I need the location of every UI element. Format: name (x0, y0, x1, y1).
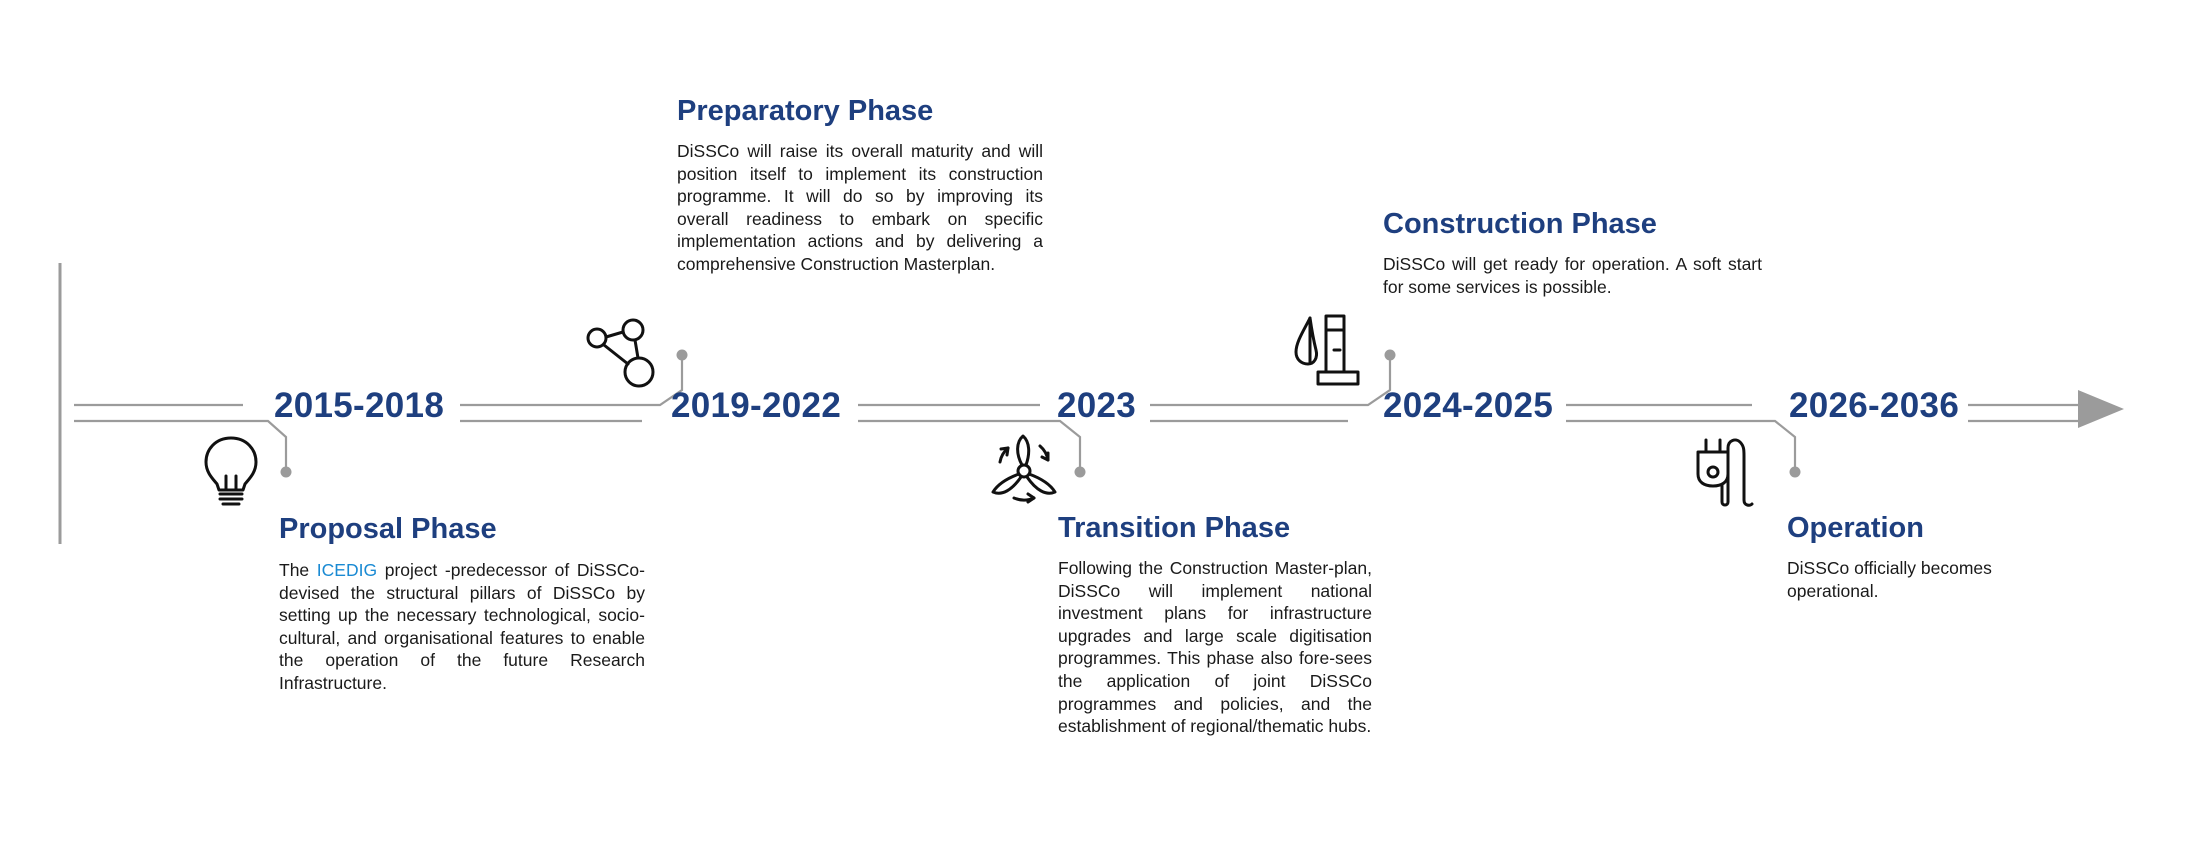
phase-title-operation: Operation (1787, 512, 1924, 544)
connector-preparatory (642, 355, 684, 407)
connector-dot-operation (1789, 466, 1801, 478)
connector-dot-transition (1074, 466, 1086, 478)
connector-proposal (243, 419, 288, 472)
timeline-axis (58, 263, 2090, 544)
phase-desc-transition: Following the Construction Master-plan, … (1058, 558, 1372, 737)
icedig-link[interactable]: ICEDIG (316, 560, 378, 580)
connector-dot-proposal (280, 466, 292, 478)
year-label-2: 2019-2022 (671, 386, 842, 425)
lightbulb-icon (200, 434, 262, 508)
power-plug-icon (1694, 436, 1764, 508)
phase-title-transition: Transition Phase (1058, 512, 1291, 544)
phase-title-construction: Construction Phase (1383, 208, 1657, 240)
connector-construction (1348, 355, 1392, 407)
phase-desc-preparatory: DiSSCo will raise its overall maturity a… (677, 141, 1043, 274)
year-label-5: 2026-2036 (1789, 386, 1960, 425)
phase-title-proposal: Proposal Phase (279, 513, 497, 545)
phase-desc-construction: DiSSCo will get ready for operation. A s… (1383, 254, 1762, 297)
year-label-4: 2024-2025 (1383, 386, 1554, 425)
connector-operation (1752, 419, 1797, 472)
fan-icon (988, 432, 1060, 504)
desc-prefix: The (279, 560, 317, 580)
desc-suffix: project -predecessor of DiSSCo- devised … (279, 560, 645, 693)
year-label-3: 2023 (1057, 386, 1137, 425)
connector-dot-construction (1384, 349, 1396, 361)
phase-title-preparatory: Preparatory Phase (677, 95, 934, 127)
construction-icon (1290, 312, 1364, 386)
network-nodes-icon (584, 316, 658, 390)
connector-transition (1040, 419, 1082, 472)
timeline-arrowhead (2078, 390, 2124, 428)
phase-desc-operation: DiSSCo officially becomes operational. (1787, 558, 1992, 601)
phase-desc-proposal: The ICEDIG project -predecessor of DiSSC… (279, 559, 645, 695)
year-label-1: 2015-2018 (274, 386, 445, 425)
connector-dot-preparatory (676, 349, 688, 361)
phase-connectors (243, 349, 1801, 478)
